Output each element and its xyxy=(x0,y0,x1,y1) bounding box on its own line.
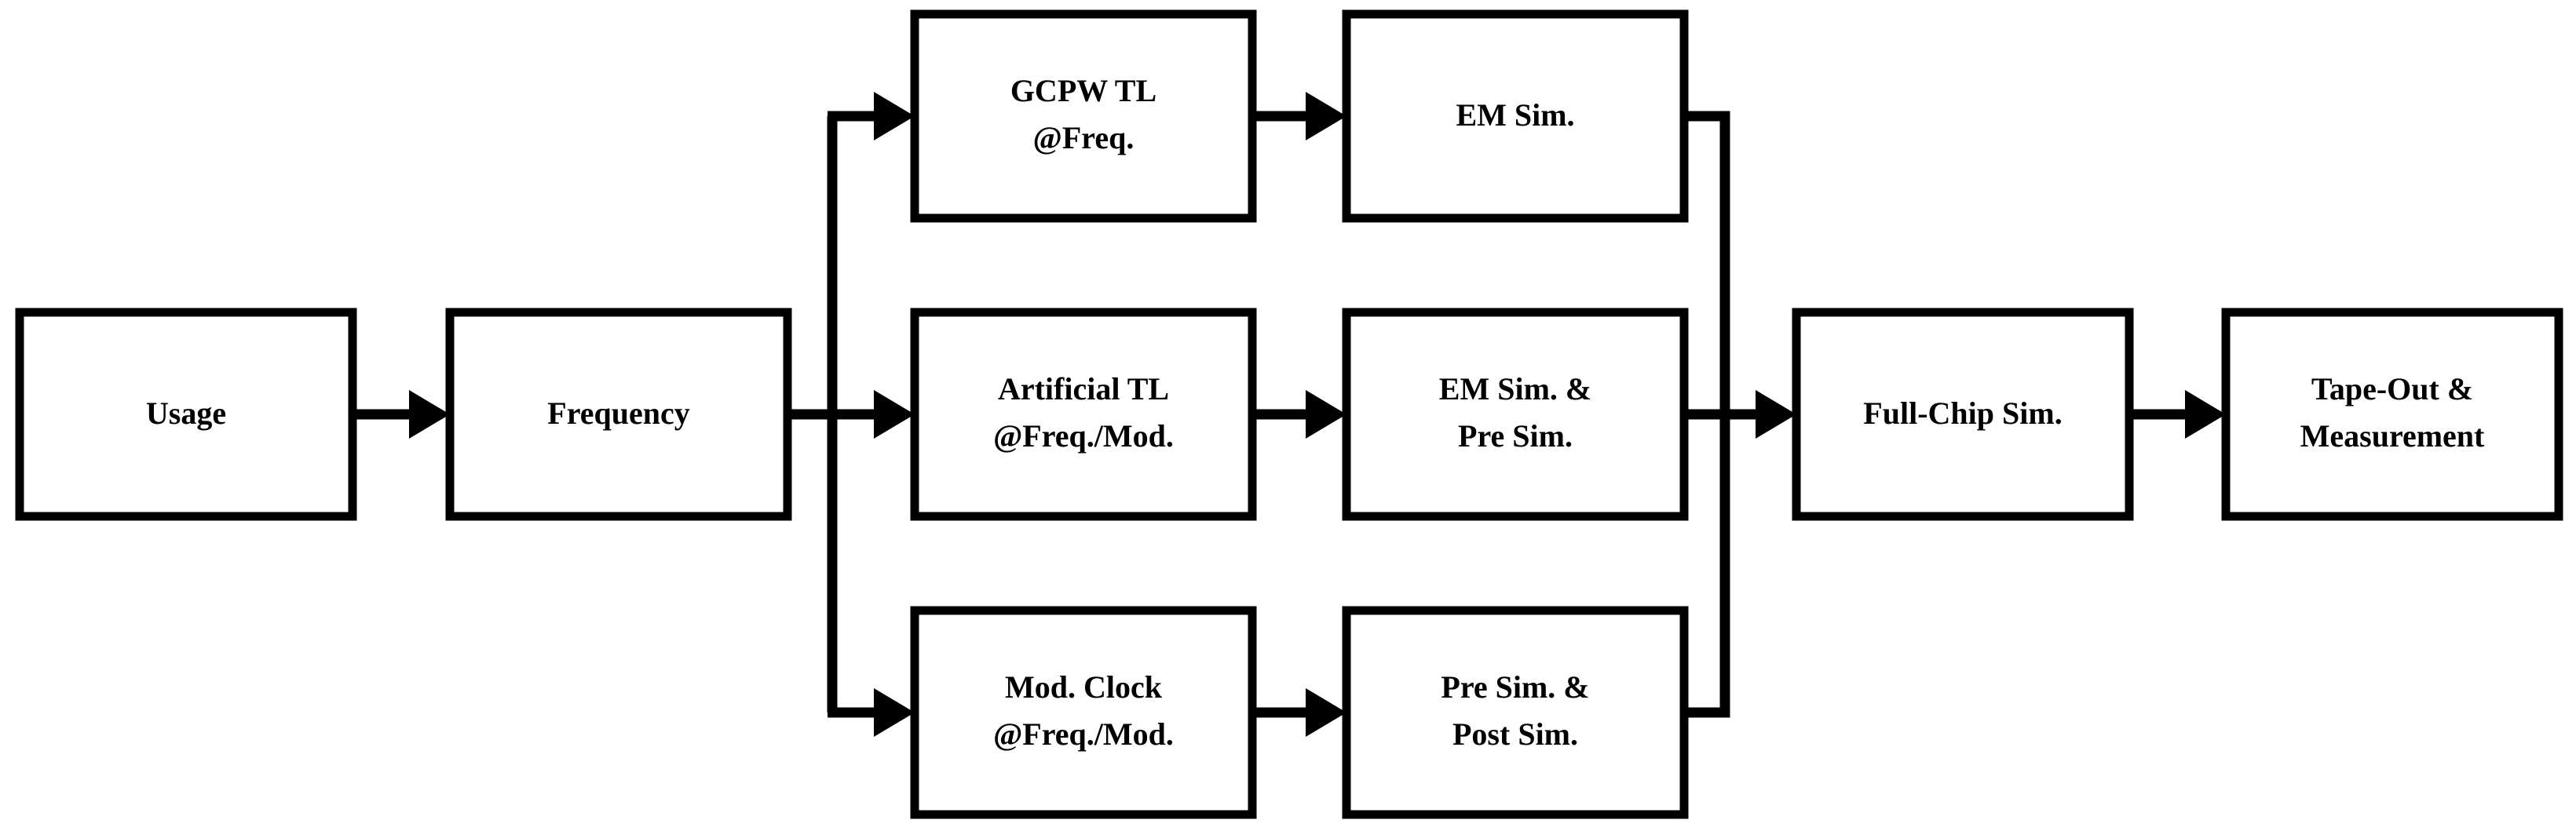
node-mod-clock-label-line-2: @Freq./Mod. xyxy=(993,716,1174,752)
node-usage-label-line-1: Usage xyxy=(146,395,226,431)
node-tape-out-label-line-2: Measurement xyxy=(2300,418,2485,454)
node-em-sim[interactable]: EM Sim. xyxy=(1342,9,1689,223)
edge-branch-to-artificial-tl xyxy=(828,390,915,439)
node-usage[interactable]: Usage xyxy=(15,308,357,521)
node-em-sim-pre-sim-label-line-2: Pre Sim. xyxy=(1458,418,1573,454)
svg-text:Frequency: Frequency xyxy=(547,395,689,431)
node-em-sim-pre-sim-label-line-1: EM Sim. & xyxy=(1439,371,1591,406)
node-gcpw-tl-label-line-1: GCPW TL xyxy=(1010,73,1156,108)
node-tape-out-label-line-1: Tape-Out & xyxy=(2311,371,2473,406)
svg-text:Mod. Clock: Mod. Clock xyxy=(1005,669,1163,705)
node-mod-clock-label-line-1: Mod. Clock xyxy=(1005,669,1163,705)
svg-text:GCPW TL: GCPW TL xyxy=(1010,73,1156,108)
svg-text:EM Sim. &: EM Sim. & xyxy=(1439,371,1591,406)
svg-text:Tape-Out &: Tape-Out & xyxy=(2311,371,2473,406)
edge-pre-sim-post-sim-to-merge-bus xyxy=(1684,414,1730,718)
svg-text:Measurement: Measurement xyxy=(2300,418,2485,454)
edge-branch-to-gcpw-tl xyxy=(828,92,915,140)
node-artificial-tl[interactable]: Artificial TL @Freq./Mod. xyxy=(910,308,1257,521)
node-frequency-label-line-1: Frequency xyxy=(547,395,689,431)
node-gcpw-tl[interactable]: GCPW TL @Freq. xyxy=(910,9,1257,223)
edge-em-sim-pre-sim-to-full-chip-sim xyxy=(1684,390,1796,439)
node-full-chip-sim[interactable]: Full-Chip Sim. xyxy=(1792,308,2134,521)
edge-mod-clock-to-pre-sim-post-sim xyxy=(1252,688,1346,737)
node-mod-clock[interactable]: Mod. Clock @Freq./Mod. xyxy=(910,606,1257,819)
node-pre-sim-post-sim[interactable]: Pre Sim. & Post Sim. xyxy=(1342,606,1689,819)
node-artificial-tl-label-line-1: Artificial TL xyxy=(998,371,1169,406)
node-pre-sim-post-sim-label-line-1: Pre Sim. & xyxy=(1441,669,1589,705)
node-tape-out[interactable]: Tape-Out & Measurement xyxy=(2221,308,2563,521)
edge-gcpw-tl-to-em-sim xyxy=(1252,92,1346,140)
connector-layer xyxy=(353,92,2226,737)
svg-text:Usage: Usage xyxy=(146,395,226,431)
svg-text:Post Sim.: Post Sim. xyxy=(1452,716,1578,752)
edge-full-chip-sim-to-tape-out xyxy=(2129,390,2226,439)
svg-text:Artificial TL: Artificial TL xyxy=(998,371,1169,406)
node-em-sim-pre-sim[interactable]: EM Sim. & Pre Sim. xyxy=(1342,308,1689,521)
svg-text:@Freq./Mod.: @Freq./Mod. xyxy=(993,716,1174,752)
node-full-chip-sim-label-line-1: Full-Chip Sim. xyxy=(1863,395,2062,431)
node-gcpw-tl-label-line-2: @Freq. xyxy=(1033,120,1135,155)
svg-text:EM Sim.: EM Sim. xyxy=(1456,97,1574,133)
node-artificial-tl-label-line-2: @Freq./Mod. xyxy=(993,418,1174,454)
svg-text:@Freq./Mod.: @Freq./Mod. xyxy=(993,418,1174,454)
node-em-sim-label-line-1: EM Sim. xyxy=(1456,97,1574,133)
svg-text:Full-Chip Sim.: Full-Chip Sim. xyxy=(1863,395,2062,431)
edge-branch-to-mod-clock xyxy=(828,688,915,737)
node-frequency[interactable]: Frequency xyxy=(445,308,792,521)
edge-em-sim-to-merge-bus xyxy=(1684,111,1730,414)
svg-text:Pre Sim. &: Pre Sim. & xyxy=(1441,669,1589,705)
svg-text:Pre Sim.: Pre Sim. xyxy=(1458,418,1573,454)
node-layer: Usage Frequency GCPW TL @Freq. xyxy=(15,9,2563,819)
svg-text:@Freq.: @Freq. xyxy=(1033,120,1135,155)
edge-usage-to-frequency xyxy=(353,390,450,439)
node-pre-sim-post-sim-label-line-2: Post Sim. xyxy=(1452,716,1578,752)
edge-artificial-tl-to-em-sim-pre-sim xyxy=(1252,390,1346,439)
